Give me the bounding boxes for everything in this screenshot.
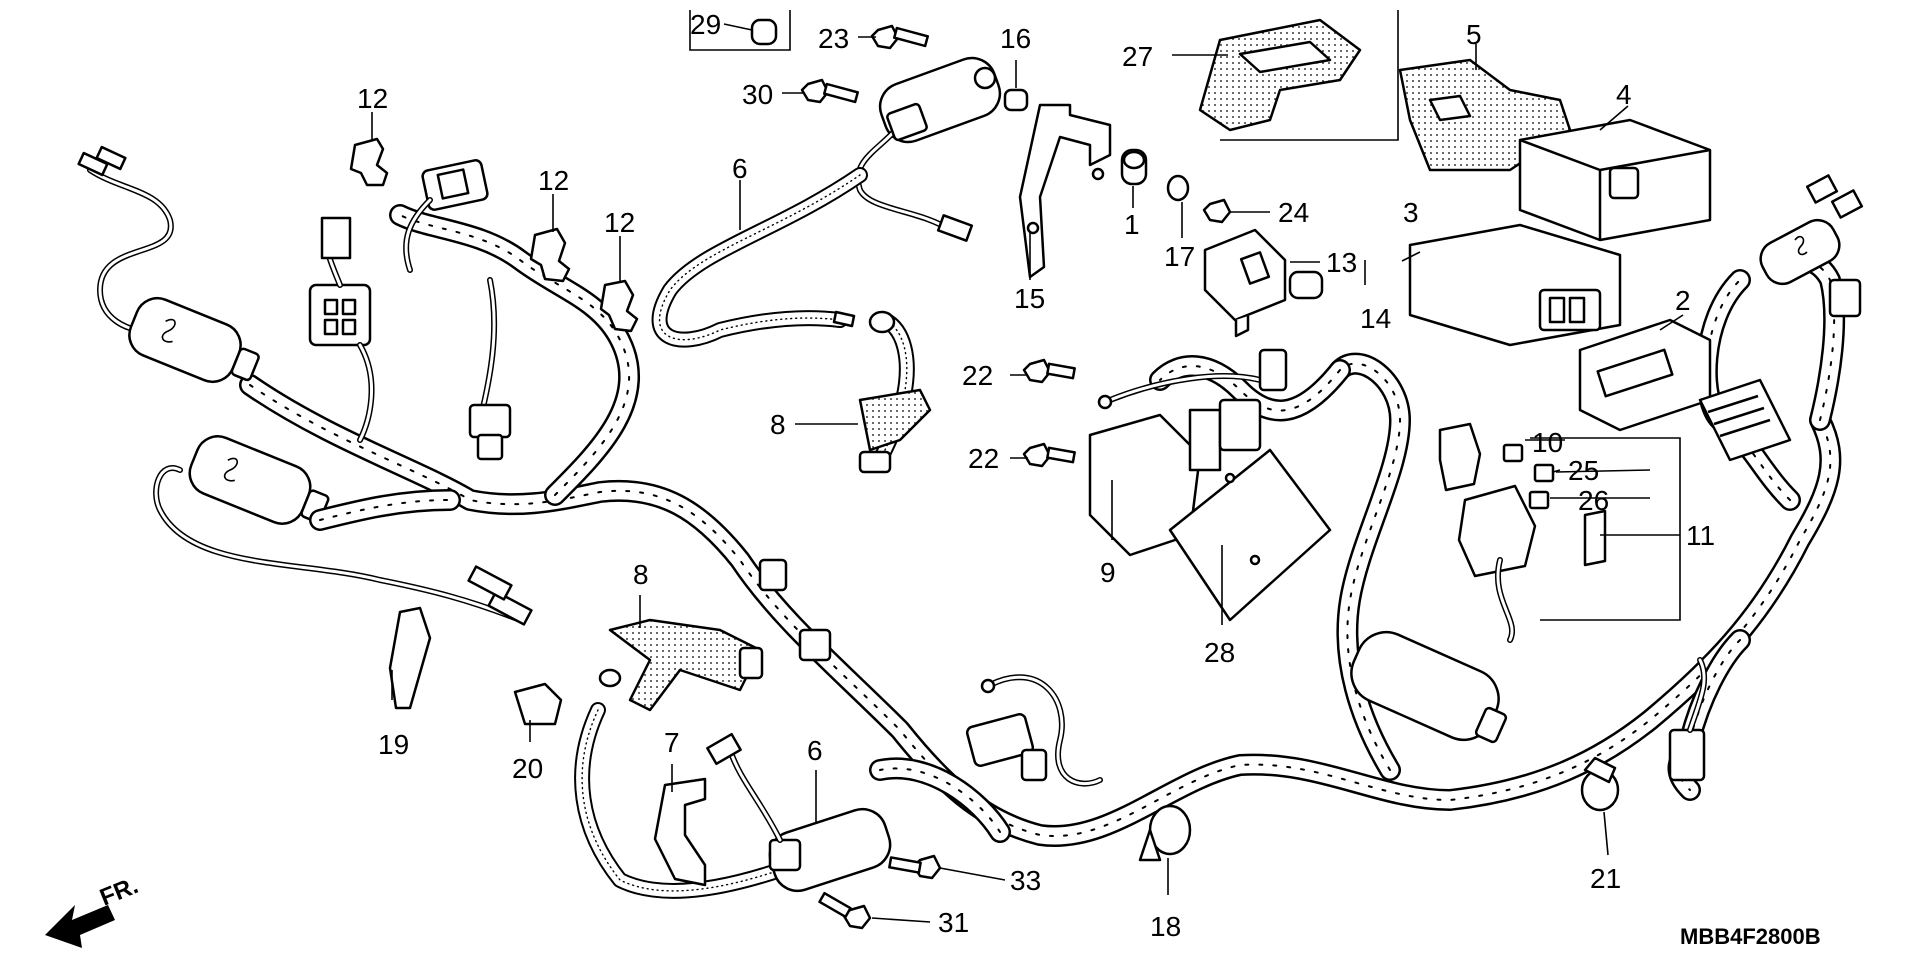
- callout-3: 3: [1403, 197, 1419, 228]
- ignition-coil-lower: [574, 702, 942, 930]
- callout-1: 1: [1124, 209, 1140, 240]
- callout-2: 2: [1675, 285, 1691, 316]
- callout-31: 31: [938, 907, 969, 938]
- callout-23: 23: [818, 23, 849, 54]
- clips-12: [349, 137, 639, 333]
- callout-18: 18: [1150, 911, 1181, 942]
- plug-cap-lower: [598, 618, 764, 712]
- callout-25: 25: [1568, 455, 1599, 486]
- clips-19-20: [388, 606, 563, 726]
- bolts-22: [1022, 358, 1076, 468]
- callout-22-b: 22: [968, 443, 999, 474]
- control-units: [1408, 118, 1712, 432]
- callout-5: 5: [1466, 19, 1482, 50]
- callout-14: 14: [1360, 303, 1391, 334]
- upper-left-connectors: [308, 159, 512, 461]
- callout-8-top: 8: [770, 409, 786, 440]
- callout-28: 28: [1204, 637, 1235, 668]
- callout-26: 26: [1578, 485, 1609, 516]
- relay-13: [1203, 228, 1324, 338]
- filter-lower-center: [1350, 630, 1508, 744]
- callout-24: 24: [1278, 197, 1309, 228]
- small-bolts-top: [750, 18, 1029, 112]
- callout-4: 4: [1616, 79, 1632, 110]
- callout-12-b: 12: [538, 165, 569, 196]
- callout-11: 11: [1686, 520, 1715, 551]
- callout-27: 27: [1122, 41, 1153, 72]
- right-filter-connectors: [1698, 174, 1864, 462]
- callout-6-top: 6: [732, 153, 748, 184]
- front-arrow-icon: FR.: [45, 872, 142, 948]
- plug-cap-upper: [858, 310, 932, 474]
- callout-9: 9: [1100, 557, 1116, 588]
- foam-parts: [1198, 18, 1572, 172]
- diagram-code: MBB4F2800B: [1680, 924, 1821, 949]
- callout-22-a: 22: [962, 360, 993, 391]
- leader-lines: [371, 10, 1684, 923]
- callout-17: 17: [1164, 241, 1195, 272]
- callout-12-a: 12: [357, 83, 388, 114]
- callout-8-mid: 8: [633, 559, 649, 590]
- callout-12-c: 12: [604, 207, 635, 238]
- right-lower-connector: [1668, 657, 1708, 782]
- callout-20: 20: [512, 753, 543, 784]
- band-and-clip: [1138, 756, 1620, 862]
- relays-and-fuses: [1438, 422, 1681, 643]
- ignition-coil-upper: [651, 56, 1002, 348]
- bracket-15: [1018, 103, 1112, 279]
- callout-19: 19: [378, 729, 409, 760]
- front-marker-label: FR.: [96, 872, 142, 912]
- callout-numbers: 29 23 16 27 5 30 6 12 12 12 4 1 17 24 3 …: [357, 9, 1821, 949]
- callout-21: 21: [1590, 863, 1621, 894]
- callout-15: 15: [1014, 283, 1045, 314]
- left-filter-leads: [77, 145, 533, 626]
- callout-16: 16: [1000, 23, 1031, 54]
- collar-washer-bolt: [1120, 148, 1232, 224]
- callout-29: 29: [690, 9, 721, 40]
- regulator-and-plate: [1088, 348, 1332, 622]
- callout-7: 7: [664, 727, 680, 758]
- callout-30: 30: [742, 79, 773, 110]
- callout-33: 33: [1010, 865, 1041, 896]
- callout-13: 13: [1326, 247, 1357, 278]
- callout-10: 10: [1532, 427, 1563, 458]
- center-connectors: [758, 558, 1103, 787]
- callout-6-bottom: 6: [807, 735, 823, 766]
